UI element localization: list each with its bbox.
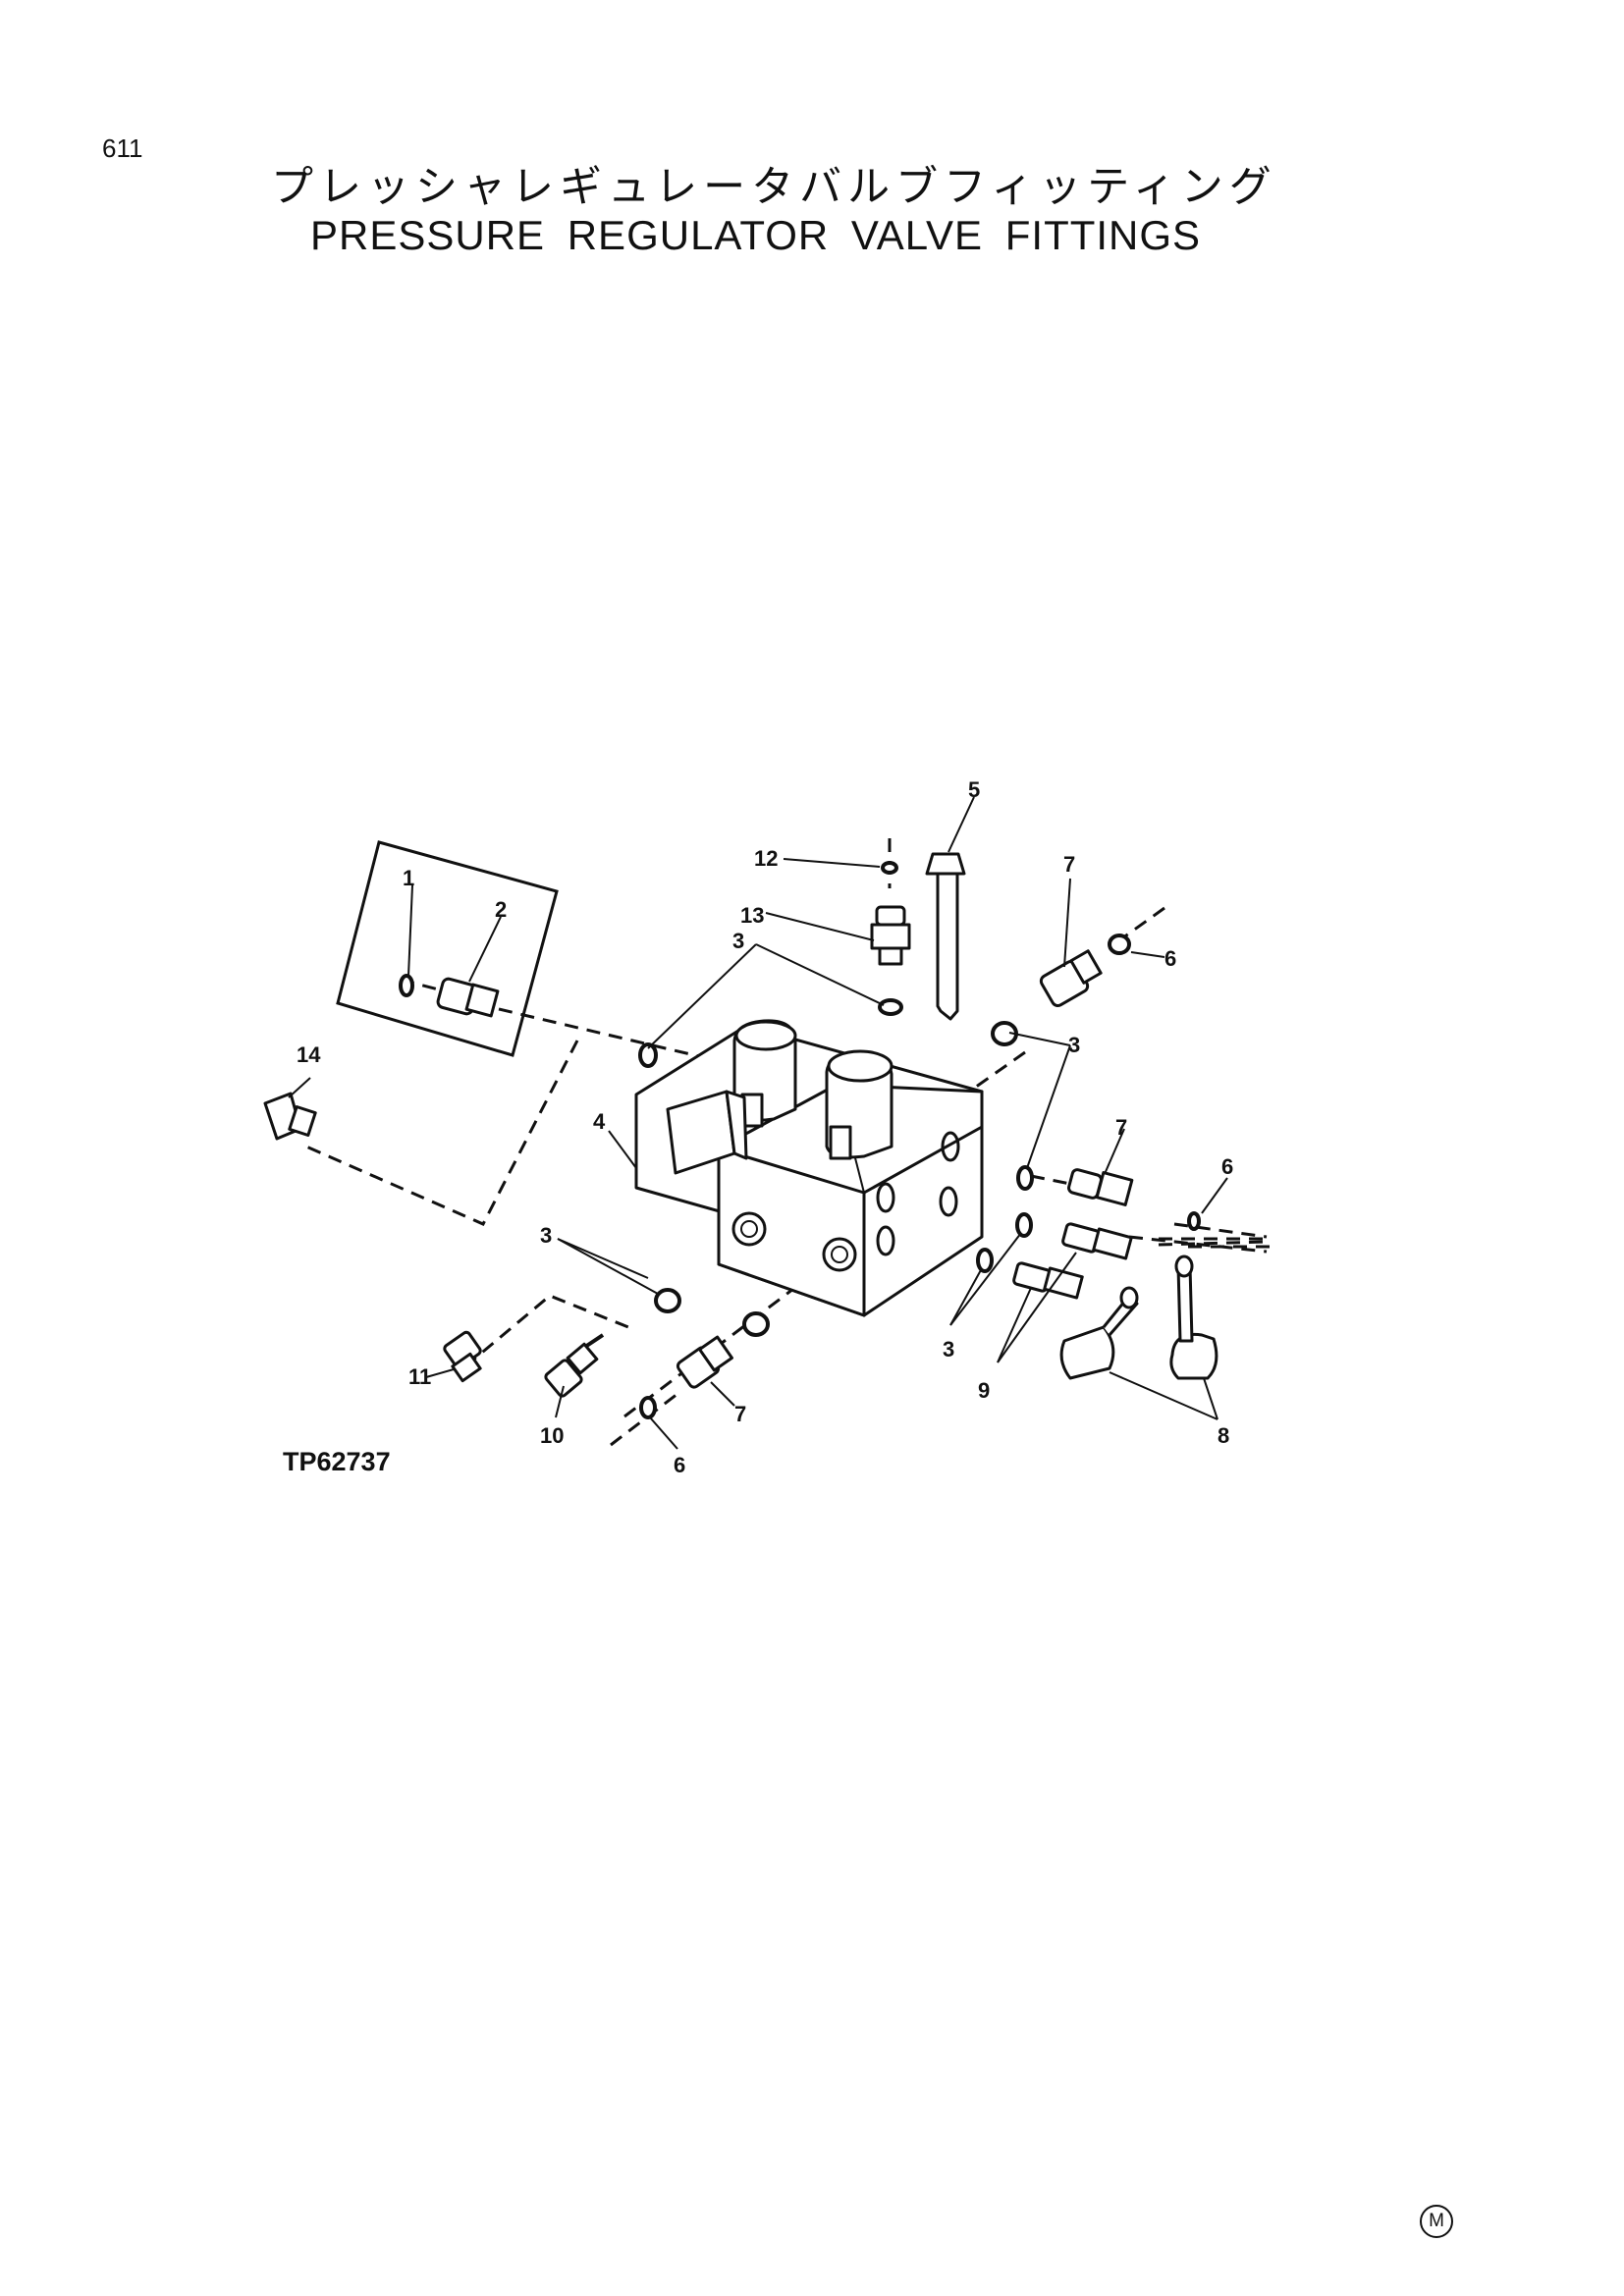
part-8-caps — [1059, 1255, 1218, 1380]
callout-6-top: 6 — [1164, 946, 1176, 971]
callout-14: 14 — [297, 1042, 321, 1067]
callout-2: 2 — [495, 897, 507, 922]
callout-13: 13 — [740, 903, 764, 928]
callout-labels: 1 2 12 13 3 5 7 6 3 14 4 7 6 3 3 9 8 11 … — [297, 777, 1233, 1477]
callout-4: 4 — [593, 1109, 606, 1134]
callout-11: 11 — [408, 1364, 431, 1389]
part-13-fitting — [870, 905, 911, 966]
part-12-ring — [881, 861, 898, 875]
part-7-fitting-right — [1067, 1168, 1134, 1206]
part-10-fitting — [544, 1333, 605, 1398]
page-title-english: PRESSURE REGULATOR VALVE FITTINGS — [310, 212, 1202, 258]
callout-5: 5 — [968, 777, 980, 802]
callout-7-bottom: 7 — [734, 1402, 746, 1426]
part-3-rings — [638, 998, 1034, 1337]
leader-lines — [288, 796, 1228, 1450]
part-5-bolt — [925, 852, 966, 1021]
part-6-rings — [639, 934, 1201, 1419]
electrical-connector — [666, 1090, 748, 1175]
callout-3-right: 3 — [1068, 1033, 1080, 1057]
page-number: 611 — [102, 133, 143, 163]
figure-code: TP62737 — [283, 1447, 391, 1476]
callout-10: 10 — [540, 1423, 564, 1448]
callout-3-top: 3 — [732, 929, 744, 953]
callout-9: 9 — [978, 1378, 990, 1403]
corner-mark: M — [1420, 2205, 1453, 2238]
callout-7-top: 7 — [1063, 852, 1075, 877]
callout-8: 8 — [1218, 1423, 1229, 1448]
solenoid-right — [825, 1049, 893, 1160]
page-title-japanese: プレッシャレギュレータバルブフィッティング — [271, 163, 1277, 212]
inset-box — [336, 840, 559, 1057]
part-14-plug — [263, 1092, 317, 1141]
part-7-fitting-bottom — [676, 1335, 733, 1389]
part-1-ring — [399, 974, 414, 997]
callout-1: 1 — [403, 866, 414, 890]
part-7-fitting-top — [1039, 949, 1103, 1008]
callout-7-right: 7 — [1115, 1115, 1127, 1140]
part-11-plug — [443, 1330, 482, 1383]
part-2-fitting — [436, 977, 500, 1018]
solenoid-left — [732, 1019, 797, 1128]
valve-block — [634, 1024, 984, 1317]
callout-12: 12 — [754, 846, 778, 871]
callout-3-left: 3 — [540, 1223, 552, 1248]
callout-6-right: 6 — [1221, 1154, 1233, 1179]
callout-3-bottom: 3 — [943, 1337, 954, 1362]
part-9-fittings — [1012, 1222, 1133, 1300]
callout-6-bottom: 6 — [674, 1453, 685, 1477]
